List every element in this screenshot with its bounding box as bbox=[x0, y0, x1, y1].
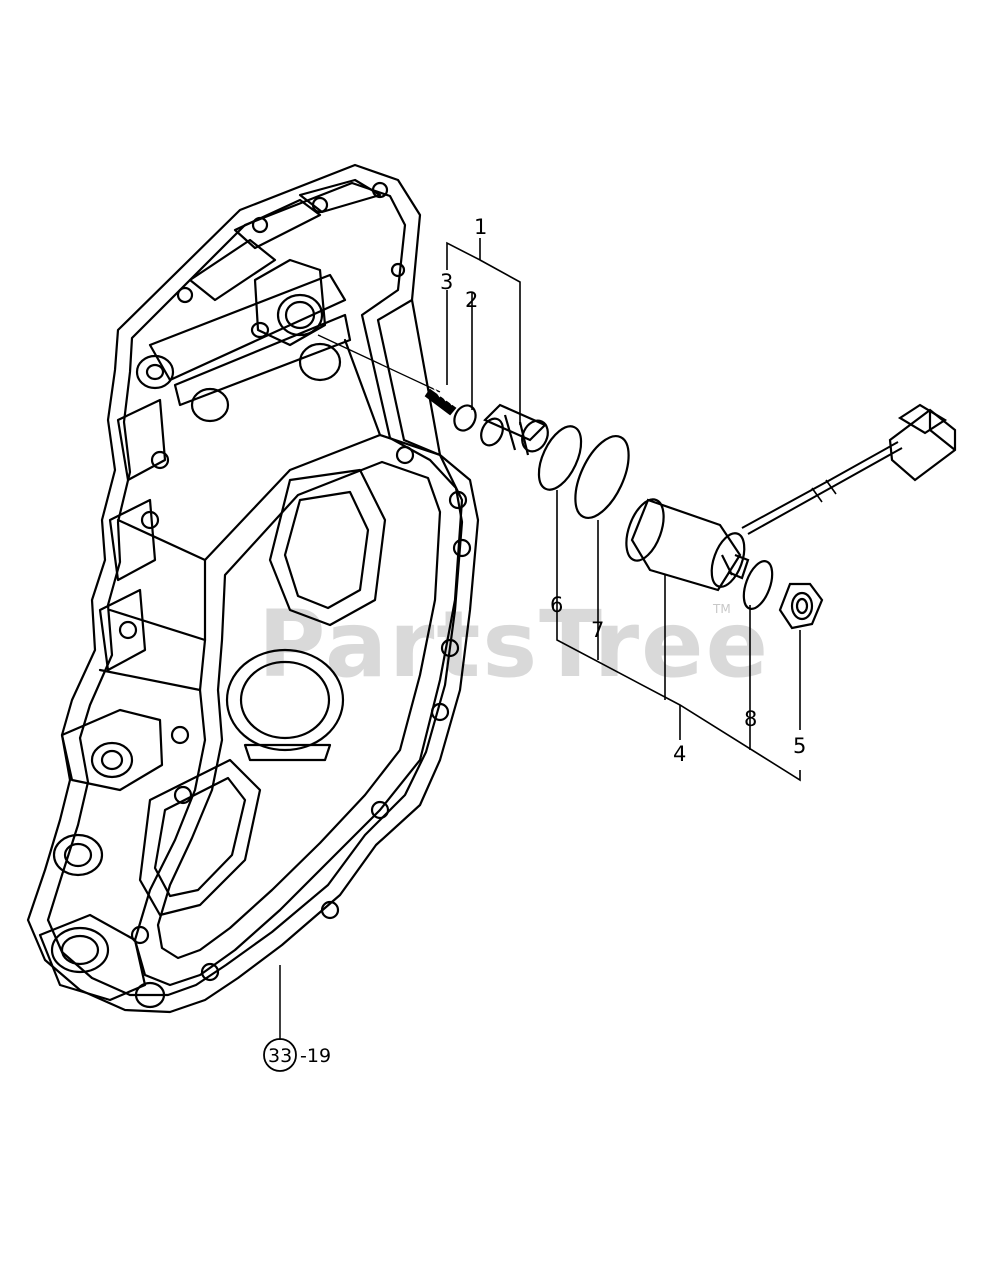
watermark-tm: TM bbox=[712, 602, 731, 616]
part-4-solenoid[interactable] bbox=[619, 403, 957, 592]
part-2-o-ring[interactable] bbox=[450, 402, 479, 434]
callout-leaders bbox=[446, 238, 801, 782]
part-6-o-ring[interactable] bbox=[530, 420, 590, 496]
part-1-valve-spool[interactable] bbox=[477, 403, 553, 456]
reference-suffix: -19 bbox=[300, 1045, 331, 1067]
reference-circle bbox=[263, 1038, 297, 1072]
callout-8: 8 bbox=[744, 707, 757, 731]
housing-case-cover[interactable] bbox=[26, 163, 480, 1014]
callout-5: 5 bbox=[793, 734, 806, 758]
part-7-o-ring[interactable] bbox=[564, 428, 639, 526]
callout-6: 6 bbox=[550, 593, 563, 617]
watermark-text: PartsTree bbox=[258, 591, 770, 698]
callout-4: 4 bbox=[673, 742, 686, 766]
callout-3: 3 bbox=[440, 270, 453, 294]
callout-1: 1 bbox=[474, 215, 487, 239]
part-3-spring[interactable] bbox=[424, 387, 457, 416]
part-5-nut[interactable] bbox=[778, 582, 824, 630]
callout-7: 7 bbox=[591, 618, 604, 642]
callout-2: 2 bbox=[465, 288, 478, 312]
reference-33-19[interactable]: 33 -19 bbox=[263, 1038, 331, 1072]
bore-leader-line bbox=[317, 334, 441, 393]
reference-number: 33 bbox=[268, 1045, 292, 1067]
